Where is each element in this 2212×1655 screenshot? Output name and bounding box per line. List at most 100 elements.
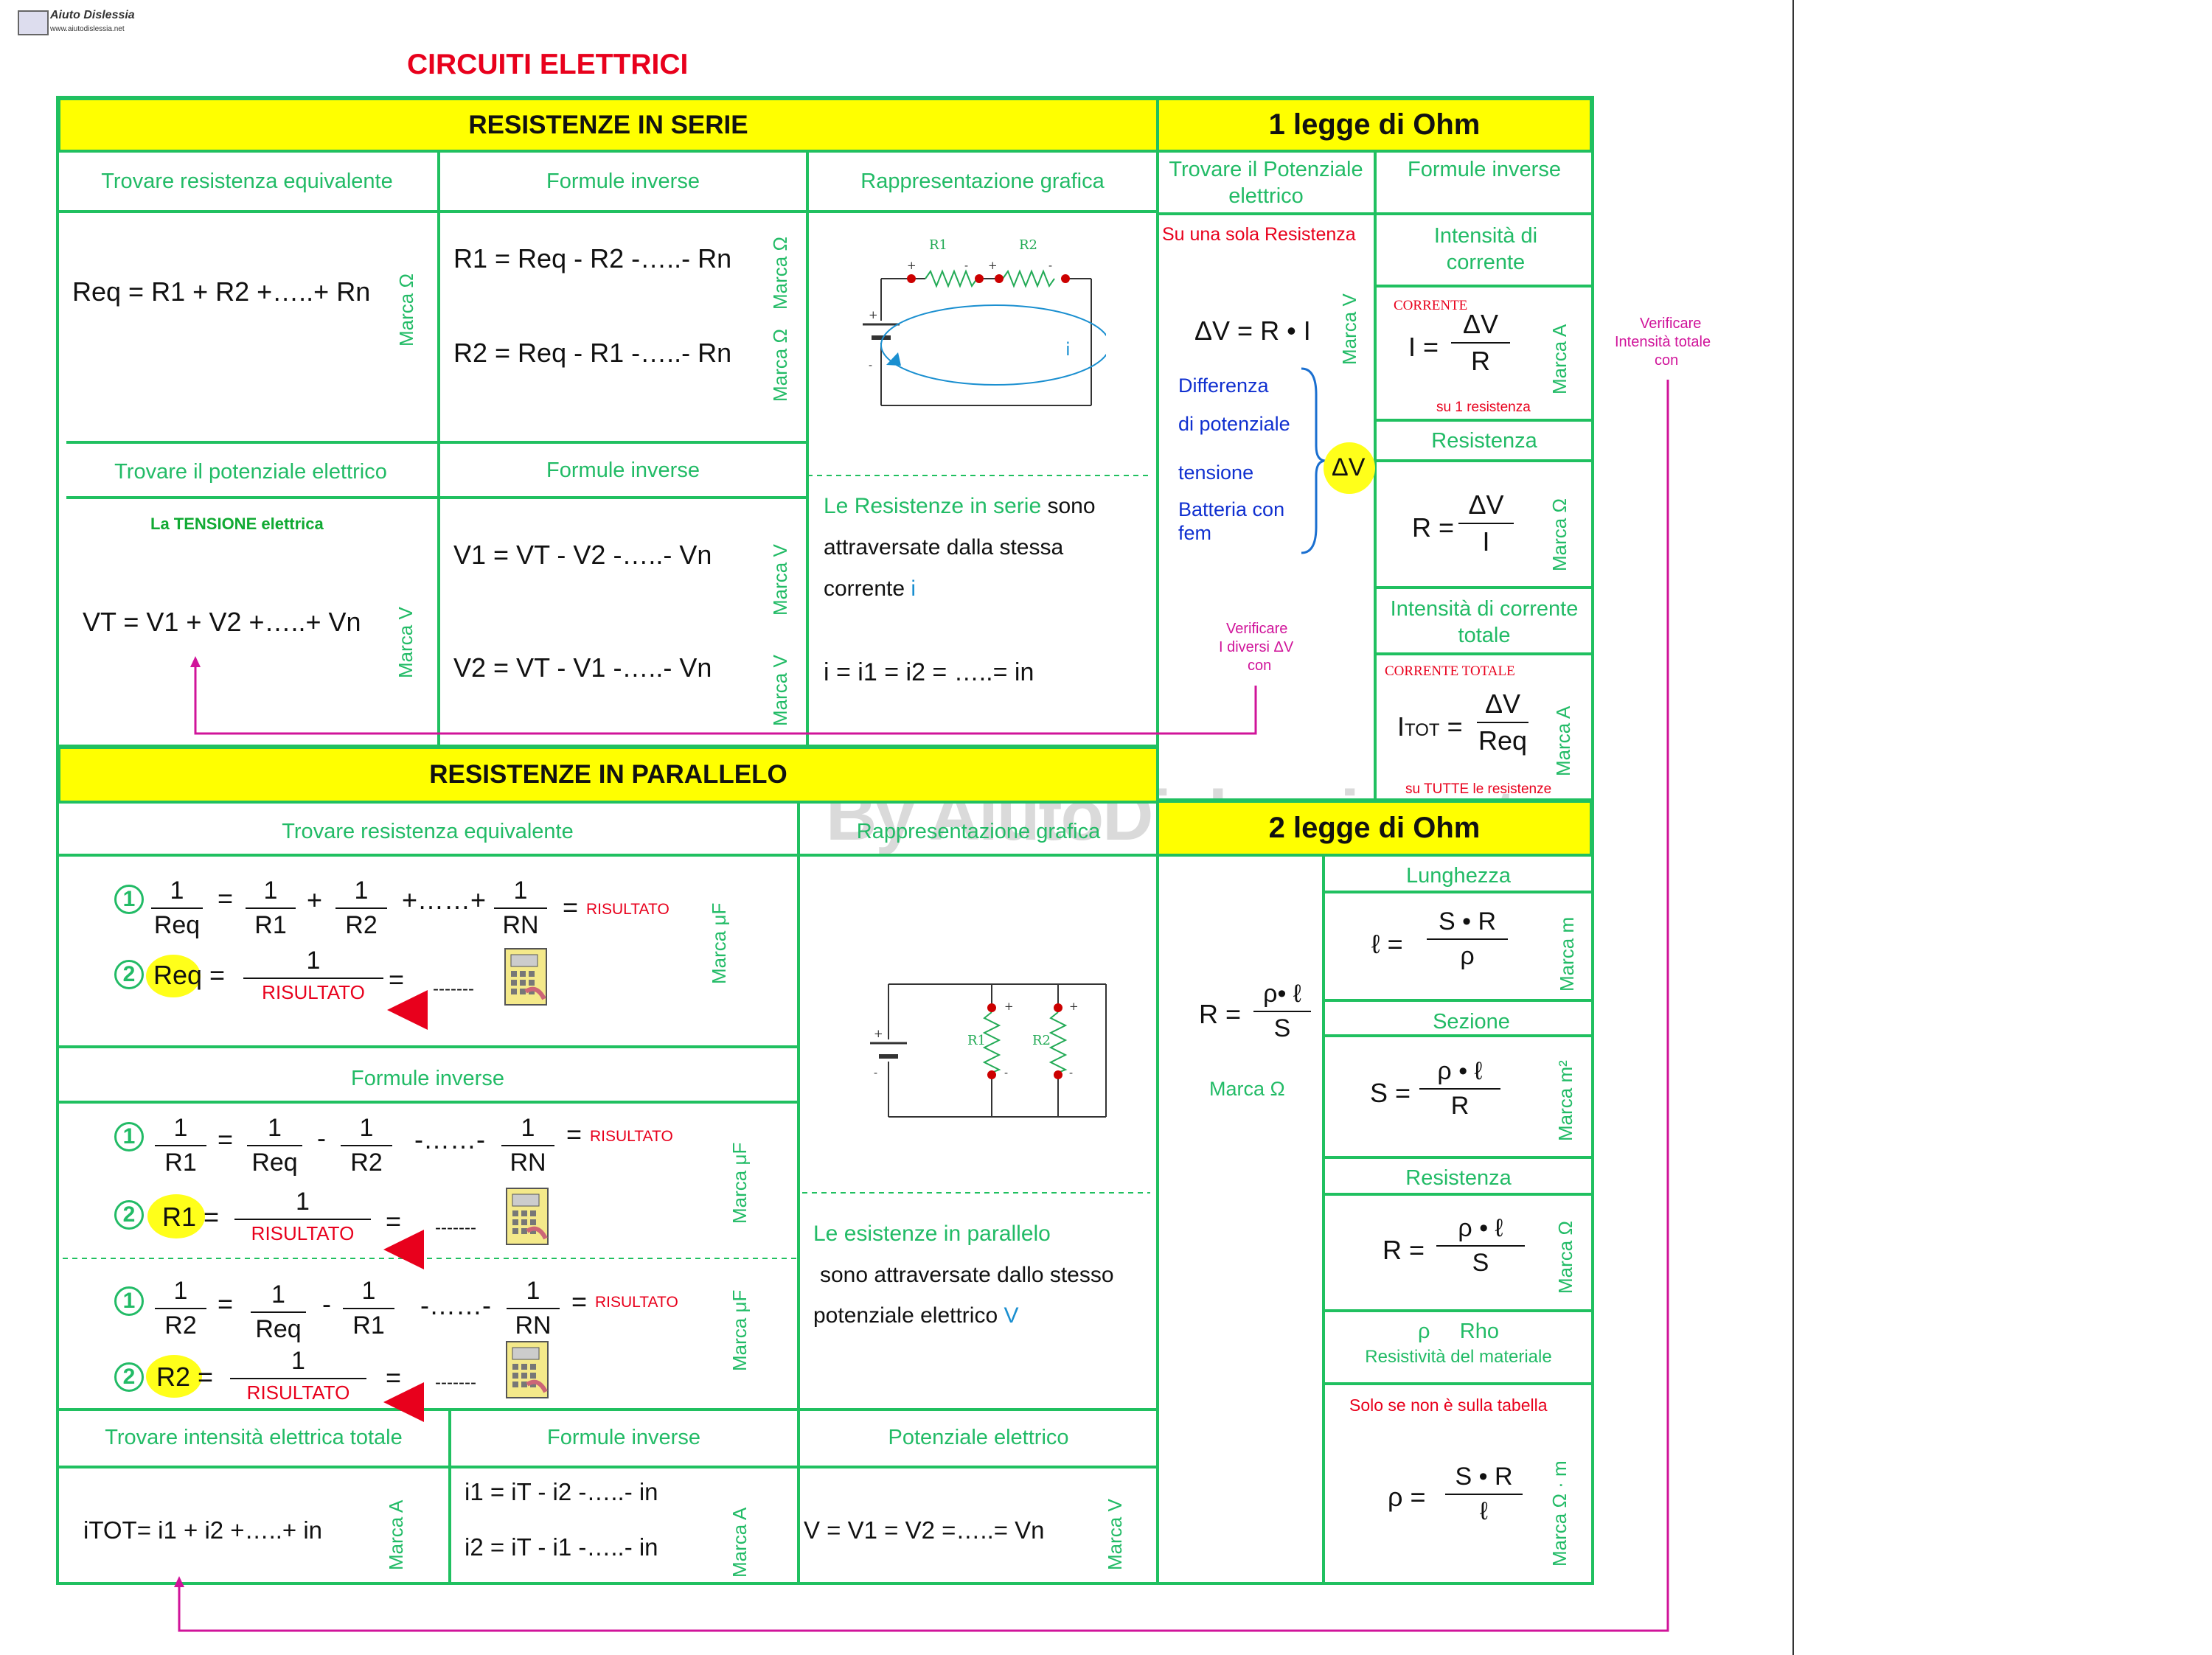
par-inv1-minus: - — [317, 1123, 326, 1153]
par-marca-uf-2: Marca μF — [728, 1142, 751, 1224]
ohm1-sola: Su una sola Resistenza — [1162, 224, 1356, 245]
calculator-icon — [504, 948, 547, 1006]
par-inv2-minus: - — [322, 1289, 331, 1319]
ohm1-diff2: di potenziale — [1178, 413, 1290, 435]
par-marca-v: Marca V — [1104, 1499, 1126, 1570]
ohm1-su-tutte: su TUTTE le resistenze — [1405, 781, 1552, 797]
par-marca-uf-3: Marca μF — [728, 1289, 751, 1371]
par-inv1-dots: -……- — [414, 1124, 485, 1154]
par-inv2-risultato: RISULTATO — [595, 1294, 678, 1311]
ohm1-verif1b: I diversi ΔV — [1219, 639, 1294, 655]
ohm1-verif2b: Intensità totale — [1615, 334, 1711, 350]
serie-marca-ohm-3: Marca Ω — [769, 329, 791, 402]
serie-marca-v-3: Marca V — [769, 655, 791, 726]
ohm1-verif2a: Verificare — [1640, 316, 1702, 332]
par-inv2-eq3: = — [386, 1362, 402, 1393]
par-inv1-risultato: RISULTATO — [590, 1128, 673, 1145]
par-inv1-step1-icon: 1 — [114, 1122, 144, 1151]
svg-text:+: + — [874, 1027, 883, 1040]
par-h-req: Trovare resistenza equivalente — [282, 820, 574, 843]
ohm2-lunghezza: Lunghezza — [1406, 864, 1511, 888]
par-desc-1: Le esistenze in parallelo — [813, 1222, 1051, 1246]
parallelo-circuit-diagram: ++-- +- R1 R2 — [870, 983, 1107, 1118]
serie-h-inv: Formule inverse — [546, 170, 700, 193]
par-inv2-eq: = — [218, 1289, 234, 1319]
logo: Aiuto Dislessia www.aiutodislessia.net — [16, 6, 135, 38]
serie-h-graf: Rappresentazione grafica — [860, 170, 1105, 193]
red-arrow-icon — [383, 1382, 424, 1422]
ohm1-marca-v: Marca V — [1338, 293, 1360, 365]
par-i1: i1 = iT - i2 -…..- in — [465, 1478, 658, 1505]
serie-marca-ohm-2: Marca Ω — [769, 237, 791, 310]
par-inv1-eq3: = — [386, 1206, 402, 1236]
ohm2-marca-m: Marca m — [1556, 916, 1578, 992]
svg-text:R2: R2 — [1019, 237, 1037, 253]
par-itot-formula: iTOT= i1 + i2 +…..+ in — [83, 1516, 323, 1544]
serie-desc-3: corrente i — [824, 576, 917, 601]
ohm2-rho-title: ρ Rho — [1418, 1320, 1499, 1343]
par-h-pot: Potenziale elettrico — [888, 1426, 1069, 1449]
svg-text:+: + — [1004, 1000, 1014, 1013]
serie-marca-v-1: Marca V — [394, 607, 417, 678]
serie-header: RESISTENZE IN SERIE — [58, 97, 1159, 153]
svg-text:+: + — [1069, 1000, 1079, 1013]
par-desc-3: potenziale elettrico V — [813, 1303, 1019, 1328]
svg-text:i: i — [1065, 339, 1071, 360]
ohm2-s-eq: S = — [1370, 1078, 1411, 1108]
svg-text:-: - — [1004, 1066, 1008, 1079]
par-r1-label: R1 = — [162, 1202, 220, 1232]
resistor-r2-icon — [1002, 269, 1055, 288]
par-dashes-2: ------- — [435, 1218, 476, 1238]
serie-marca-v-2: Marca V — [769, 544, 791, 616]
par-eq-1: = — [218, 883, 234, 913]
par-dots-1: +……+ — [402, 885, 487, 915]
logo-icon — [18, 10, 49, 35]
ohm1-batt1: Batteria con — [1178, 498, 1285, 520]
page-title: CIRCUITI ELETTRICI — [407, 49, 689, 80]
ohm2-l-eq: ℓ = — [1371, 929, 1403, 959]
ohm2-marca-m2: Marca m² — [1554, 1060, 1576, 1141]
ohm2-marca-ohm-2: Marca Ω — [1554, 1221, 1576, 1294]
ohm2-rho-sub: Resistività del materiale — [1365, 1347, 1552, 1367]
par-dashes-3: ------- — [435, 1373, 476, 1393]
ohm1-verif1c: con — [1248, 658, 1272, 674]
serie-req-formula: Req = R1 + R2 +…..+ Rn — [72, 276, 371, 307]
svg-text:-: - — [869, 358, 872, 372]
svg-text:+: + — [907, 259, 917, 272]
ohm2-resistenza: Resistenza — [1405, 1166, 1512, 1190]
serie-h-inv2: Formule inverse — [546, 459, 700, 482]
ohm1-marca-a-2: Marca A — [1552, 705, 1574, 776]
calculator-icon — [506, 1341, 549, 1398]
resistor-r1-icon — [925, 269, 978, 288]
ohm1-corr-tot: CORRENTE TOTALE — [1385, 663, 1515, 679]
par-marca-uf-1: Marca μF — [708, 902, 730, 984]
ohm2-marca-ohm: Marca Ω — [1209, 1078, 1285, 1100]
serie-v1: V1 = VT - V2 -…..- Vn — [453, 540, 712, 570]
par-h-graf: Rappresentazione grafica — [856, 820, 1101, 843]
ohm1-r-eq: R = — [1412, 512, 1455, 543]
red-arrow-icon — [383, 1230, 424, 1269]
par-dashes-1: ------- — [433, 979, 474, 999]
serie-desc-1: Le Resistenze in serie sono — [824, 494, 1096, 518]
par-inv2-step2-icon: 2 — [114, 1362, 144, 1392]
logo-name: Aiuto Dislessia — [50, 9, 135, 21]
ohm2-sezione: Sezione — [1433, 1010, 1510, 1034]
ohm2-r2-eq: R = — [1382, 1235, 1425, 1265]
par-h-inv: Formule inverse — [351, 1067, 504, 1090]
ohm2-rho-eq: ρ = — [1388, 1482, 1426, 1512]
par-marca-a-2: Marca A — [728, 1507, 751, 1578]
parallelo-header: RESISTENZE IN PARALLELO — [58, 746, 1159, 804]
serie-inv1: R1 = Req - R2 -…..- Rn — [453, 243, 732, 273]
